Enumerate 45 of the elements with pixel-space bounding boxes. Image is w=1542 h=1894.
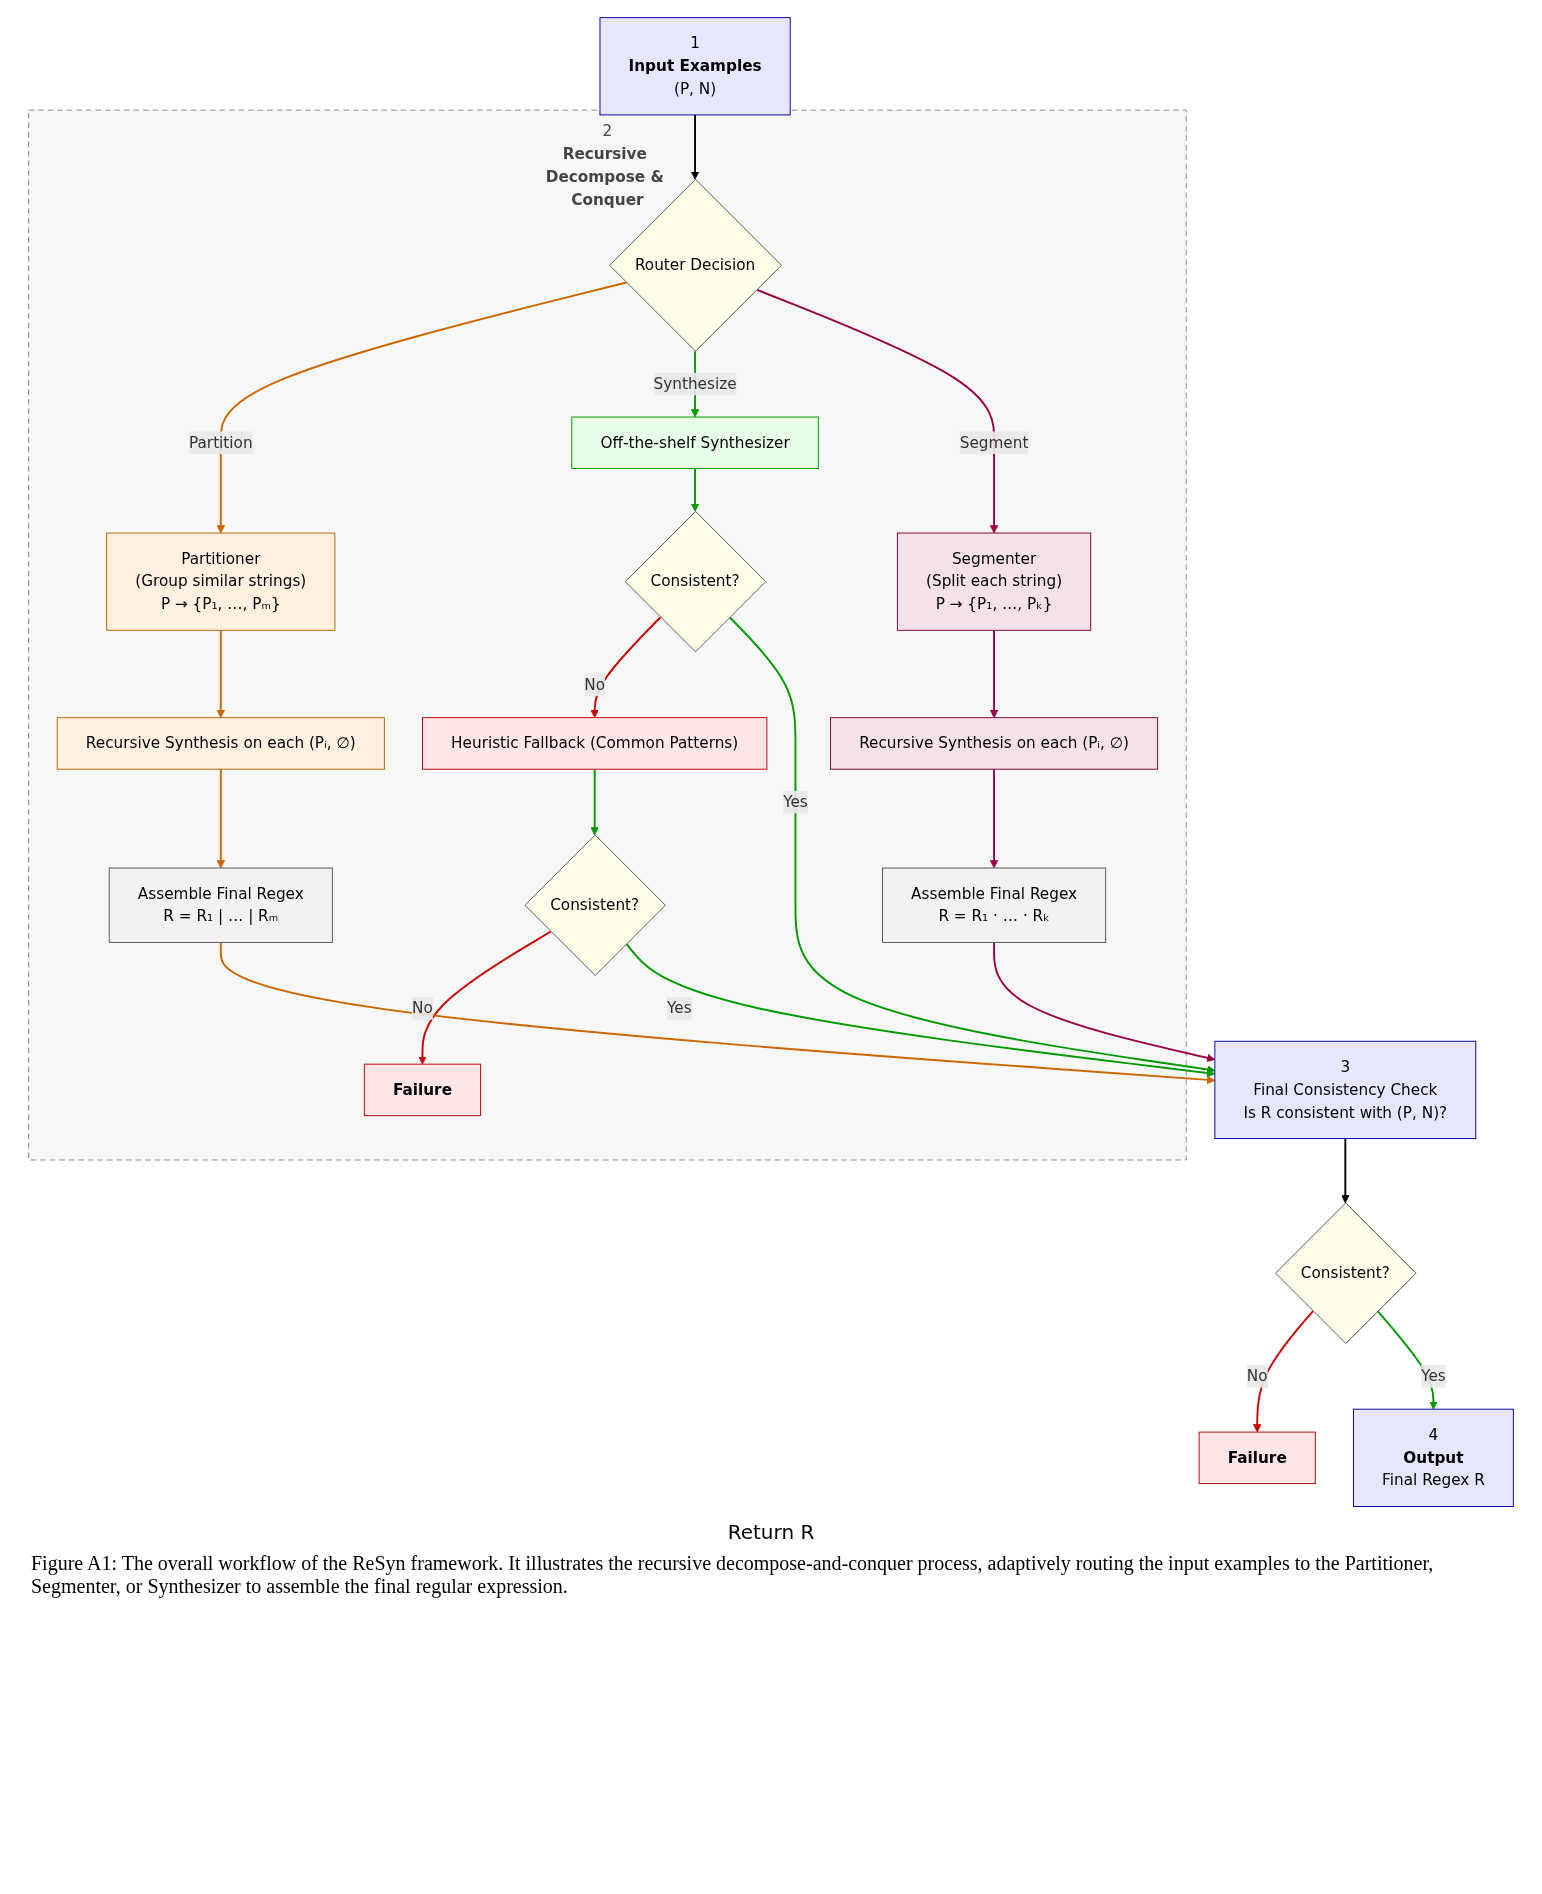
node-box — [1353, 1408, 1514, 1507]
node-diamond — [624, 510, 767, 653]
cluster — [28, 109, 1187, 1161]
node-box — [108, 867, 333, 943]
arrow — [418, 930, 552, 1065]
edge-label: Yes — [783, 792, 808, 811]
arrow — [1253, 1310, 1314, 1433]
arrow — [989, 629, 999, 719]
node-box — [882, 867, 1107, 943]
edge-label: No — [1246, 1366, 1268, 1385]
edge-label: Yes — [1421, 1366, 1446, 1385]
node-box — [56, 717, 385, 770]
arrow — [590, 768, 599, 836]
node-box — [1214, 1040, 1477, 1140]
arrow — [993, 941, 1216, 1062]
node-box — [106, 532, 336, 631]
arrow — [216, 768, 225, 869]
arrow — [1341, 1137, 1350, 1204]
edge-label: Segment — [959, 433, 1029, 452]
arrow — [989, 768, 999, 869]
arrow — [590, 616, 662, 719]
node-box — [830, 717, 1159, 770]
arrow — [216, 629, 225, 719]
arrow — [755, 288, 999, 534]
edge-label: Yes — [667, 998, 692, 1017]
node-diamond — [524, 834, 666, 976]
edge-label: Partition — [188, 433, 253, 452]
arrow — [219, 941, 1216, 1085]
node-box — [571, 416, 819, 469]
figure-caption: Figure A1: The overall workflow of the ReSyn framework. It illustrates the recursive decompose-and-conquer process, adaptively routing the input examples to the Partitioner, Segmenter, or Synthesizer to assemble the final regular expression. — [31, 1552, 1435, 1599]
arrow — [728, 616, 1216, 1074]
edge-label: No — [412, 998, 433, 1017]
node-box — [363, 1063, 482, 1117]
arrow — [690, 113, 700, 180]
edge-label: No — [584, 675, 606, 694]
node-diamond — [1275, 1202, 1417, 1344]
arrow — [216, 281, 628, 534]
node-box — [896, 532, 1092, 631]
node-box — [1198, 1431, 1316, 1485]
node-box — [599, 17, 791, 116]
arrow — [625, 942, 1216, 1078]
node-box — [422, 717, 768, 770]
note-text: Return R — [726, 1520, 816, 1545]
edge-label: Synthesize — [653, 374, 737, 393]
arrow — [690, 467, 700, 512]
